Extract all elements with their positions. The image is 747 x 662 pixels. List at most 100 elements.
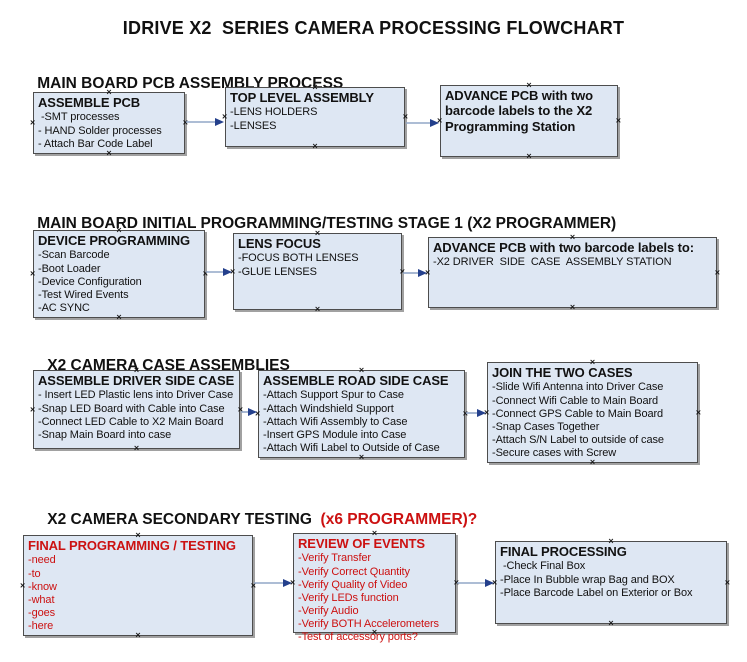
box-title: ASSEMBLE DRIVER SIDE CASE [38, 373, 235, 388]
section-heading-secondary-testing: X2 CAMERA SECONDARY TESTING (x6 PROGRAMM… [30, 493, 477, 547]
connection-point-marker: × [724, 577, 730, 587]
box-line: -Check Final Box [500, 560, 586, 573]
connection-point-marker: × [569, 302, 576, 312]
box-line: -X2 DRIVER SIDE CASE ASSEMBLY STATION [433, 256, 672, 269]
box-line: -Boot Loader [38, 262, 101, 275]
flow-box-lens-focus: LENS FOCUS -FOCUS BOTH LENSES -GLUE LENS… [230, 229, 405, 314]
connection-point-marker: × [230, 266, 236, 276]
flow-box-device-programming: DEVICE PROGRAMMING -Scan Barcode -Boot L… [30, 226, 208, 322]
flow-box-assemble-road-side-case: ASSEMBLE ROAD SIDE CASE -Attach Support … [255, 366, 468, 462]
connection-point-marker: × [462, 408, 468, 419]
connection-point-marker: × [526, 151, 532, 161]
box-line: -Verify BOTH Accelerometers [298, 618, 439, 631]
box-line: -Test of accessory ports? [298, 631, 418, 644]
box-title: ADVANCE PCB with two barcode labels to: [433, 240, 694, 255]
connection-point-marker: × [255, 408, 261, 419]
box-title: LENS FOCUS [238, 236, 321, 251]
flow-arrow [186, 118, 224, 126]
connection-point-marker: × [30, 268, 36, 279]
box-line: - Attach Bar Code Label [38, 137, 153, 150]
box-line: - Insert LED Plastic lens into Driver Ca… [38, 389, 234, 402]
connection-point-marker: × [202, 268, 208, 279]
box-line: -Verify LEDs function [298, 591, 399, 604]
flow-arrow [457, 579, 494, 587]
box-line: -Verify Audio [298, 605, 359, 618]
flow-box-final-programming-testing: FINAL PROGRAMMING / TESTING -need -to -k… [20, 531, 256, 640]
box-line: -Connect Wifi Cable to Main Board [492, 394, 659, 407]
box-line: -Attach Support Spur to Case [263, 389, 404, 402]
box-title: REVIEW OF EVENTS [298, 536, 425, 551]
box-line: -what [28, 593, 55, 606]
connection-point-marker: × [30, 117, 36, 128]
connection-point-marker: × [222, 111, 228, 122]
box-line: -Secure cases with Screw [492, 447, 617, 460]
flow-box-advance-pcb-programming-station: ADVANCE PCB with two barcode labels to t… [437, 81, 621, 161]
box-line: -need [28, 554, 56, 567]
flow-box-final-processing: FINAL PROCESSING -Check Final Box -Place… [492, 537, 730, 628]
box-line: -SMT processes [38, 111, 120, 124]
box-title: TOP LEVEL ASSEMBLY [230, 90, 374, 105]
box-line: -Verify Correct Quantity [298, 565, 410, 578]
connection-point-marker: × [615, 115, 621, 126]
flow-arrow [206, 268, 232, 276]
box-title: FINAL PROGRAMMING / TESTING [28, 538, 236, 553]
box-line: -Place In Bubble wrap Bag and BOX [500, 573, 675, 586]
box-line: -FOCUS BOTH LENSES [238, 252, 359, 265]
flow-box-join-the-two-cases: JOIN THE TWO CASES -Slide Wifi Antenna i… [484, 358, 701, 467]
box-line: -Scan Barcode [38, 249, 110, 262]
connection-point-marker: × [453, 577, 459, 588]
flow-arrow [254, 579, 292, 587]
box-line: -Slide Wifi Antenna into Driver Case [492, 381, 664, 394]
box-line: -Verify Transfer [298, 552, 371, 565]
heading-text: MAIN BOARD INITIAL PROGRAMMING/TESTING S… [37, 215, 617, 232]
box-line: -Attach Windshield Support [263, 402, 394, 415]
heading-text: X2 CAMERA SECONDARY TESTING [47, 511, 317, 528]
flow-arrow [406, 119, 439, 127]
connection-point-marker: × [399, 266, 405, 276]
flow-arrow [466, 409, 486, 417]
box-line: -Attach S/N Label to outside of case [492, 434, 664, 447]
box-line: -Snap LED Board with Cable into Case [38, 402, 225, 415]
box-line: -Attach Wifi Label to Outside of Case [263, 442, 440, 455]
connection-point-marker: × [30, 404, 36, 414]
section-heading-case-assemblies: X2 CAMERA CASE ASSEMBLIES [30, 339, 290, 393]
flow-box-review-of-events: REVIEW OF EVENTS -Verify Transfer -Verif… [290, 529, 459, 644]
box-line: -goes [28, 607, 56, 620]
box-line: -Attach Wifi Assembly to Case [263, 415, 408, 428]
box-line: -Device Configuration [38, 275, 142, 288]
connection-point-marker: × [714, 267, 720, 277]
box-title: FINAL PROCESSING [500, 544, 627, 559]
box-line: -GLUE LENSES [238, 265, 317, 278]
connection-point-marker: × [484, 407, 490, 418]
flow-box-assemble-pcb: ASSEMBLE PCB -SMT processes - HAND Solde… [30, 88, 188, 158]
connection-point-marker: × [608, 618, 614, 628]
connection-point-marker: × [695, 407, 701, 418]
box-title: ASSEMBLE PCB [38, 95, 141, 110]
connection-point-marker: × [312, 141, 318, 151]
box-line: -Connect GPS Cable to Main Board [492, 407, 664, 420]
box-line: -LENS HOLDERS [230, 106, 318, 119]
box-line: -to [28, 567, 41, 580]
box-line: -Test Wired Events [38, 288, 129, 301]
flow-box-advance-pcb-driver-side: ADVANCE PCB with two barcode labels to: … [425, 233, 720, 312]
connection-point-marker: × [402, 111, 408, 122]
connection-point-marker: × [314, 304, 321, 314]
connection-point-marker: × [133, 443, 140, 453]
connection-point-marker: × [250, 580, 256, 591]
page-title: IDRIVE X2 SERIES CAMERA PROCESSING FLOWC… [122, 18, 625, 38]
box-title: JOIN THE TWO CASES [492, 365, 633, 380]
box-line: - HAND Solder processes [38, 124, 162, 137]
box-title: ASSEMBLE ROAD SIDE CASE [263, 373, 449, 388]
box-line: -Connect LED Cable to X2 Main Board [38, 415, 224, 428]
box-title: DEVICE PROGRAMMING [38, 233, 191, 248]
flow-box-assemble-driver-side-case: ASSEMBLE DRIVER SIDE CASE - Insert LED P… [30, 366, 243, 453]
connection-point-marker: × [237, 404, 243, 414]
box-line: -Snap Cases Together [492, 420, 600, 433]
connection-point-marker: × [20, 580, 26, 591]
connection-point-marker: × [492, 577, 498, 587]
flow-arrow [241, 408, 257, 416]
box-line: -LENSES [230, 119, 277, 132]
box-line: -know [28, 580, 57, 593]
box-title: ADVANCE PCB with two barcode labels to t… [445, 88, 593, 134]
